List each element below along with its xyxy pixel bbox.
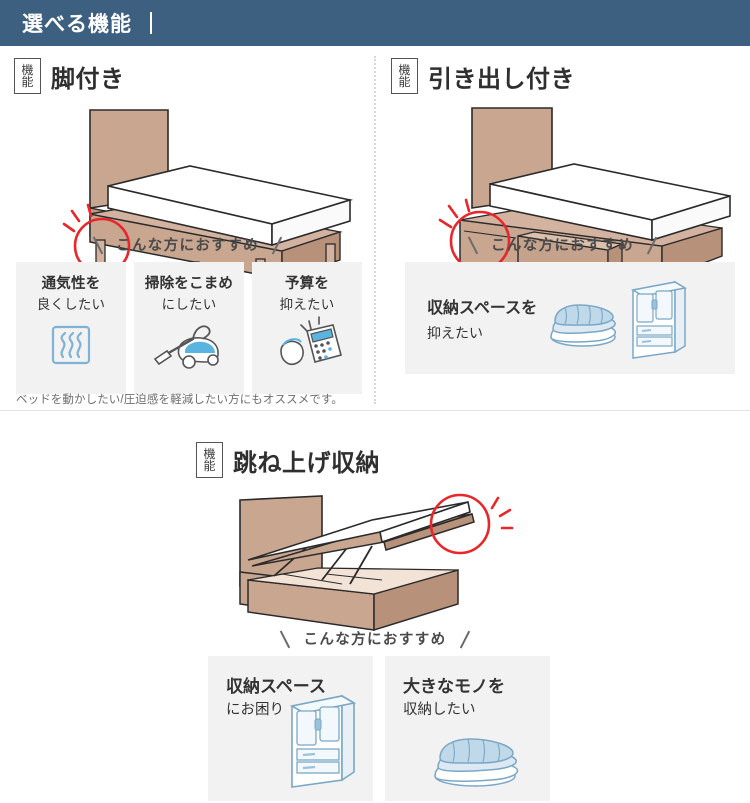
feature-badge-top: 機 bbox=[21, 63, 34, 77]
feature-badge-top: 機 bbox=[398, 63, 411, 77]
feature-badge-bottom: 能 bbox=[21, 75, 34, 89]
recommend-label-legged: こんな方におすすめ bbox=[0, 234, 375, 255]
futon-stack-icon bbox=[429, 718, 525, 792]
recommend-label-liftup: こんな方におすすめ bbox=[0, 628, 750, 649]
section-heading-liftup: 機 能 跳ね上げ収納 bbox=[196, 442, 380, 478]
highlight-circle bbox=[429, 493, 491, 555]
card-line2: 良くしたい bbox=[36, 297, 106, 312]
card-line2: にお困り bbox=[226, 702, 284, 718]
slash-left-icon bbox=[277, 631, 293, 647]
section-heading-drawer: 機 能 引き出し付き bbox=[391, 58, 575, 94]
slash-right-icon bbox=[269, 237, 285, 253]
card-line2: にしたい bbox=[161, 297, 217, 312]
slash-right-icon bbox=[457, 631, 473, 647]
section-title-drawer: 引き出し付き bbox=[428, 65, 575, 93]
calculator-coin-icon bbox=[271, 315, 343, 373]
recommend-card[interactable]: 大きなモノを 収納したい bbox=[385, 656, 550, 801]
recommend-text: こんな方におすすめ bbox=[115, 238, 260, 254]
section-liftup-bed: 機 能 跳ね上げ収納 bbox=[0, 432, 750, 803]
feature-badge: 機 能 bbox=[196, 442, 223, 478]
card-line2: 収納したい bbox=[403, 702, 476, 718]
header-divider-bar bbox=[150, 12, 152, 34]
recommend-card[interactable]: 予算を 抑えたい bbox=[252, 262, 362, 394]
wardrobe-icon bbox=[286, 690, 362, 790]
recommend-card-wide[interactable]: 収納スペースを 抑えたい bbox=[405, 262, 735, 374]
recommend-card[interactable]: 掃除をこまめ にしたい bbox=[134, 262, 244, 394]
recommend-text: こんな方におすすめ bbox=[490, 238, 635, 254]
slash-left-icon bbox=[465, 237, 481, 253]
page-title: 選べる機能 bbox=[22, 13, 132, 36]
card-line1: 掃除をこまめ bbox=[144, 276, 234, 292]
recommend-card[interactable]: 収納スペース にお困り bbox=[208, 656, 373, 801]
recommend-label-drawer: こんな方におすすめ bbox=[375, 234, 750, 255]
feature-badge-top: 機 bbox=[203, 447, 216, 461]
recommend-card[interactable]: 通気性を 良くしたい bbox=[16, 262, 126, 394]
slash-left-icon bbox=[90, 237, 106, 253]
futon-stack-icon bbox=[545, 285, 623, 351]
feature-badge-bottom: 能 bbox=[203, 459, 216, 473]
card-line1: 大きなモノを bbox=[403, 677, 505, 696]
wardrobe-icon bbox=[627, 276, 691, 360]
page-header: 選べる機能 bbox=[0, 0, 750, 46]
slash-right-icon bbox=[644, 237, 660, 253]
card-line2: 抑えたい bbox=[427, 324, 483, 341]
footnote-legged: ベッドを動かしたい/圧迫感を軽減したい方にもオススメです。 bbox=[16, 394, 343, 406]
card-line1: 通気性を bbox=[41, 276, 101, 292]
feature-badge-bottom: 能 bbox=[398, 75, 411, 89]
feature-badge: 機 能 bbox=[14, 58, 41, 94]
card-line1: 予算を bbox=[284, 276, 330, 292]
card-line2: 抑えたい bbox=[279, 297, 335, 312]
recommend-cards-liftup: 収納スペース にお困り 大きなモノを 収納したい bbox=[208, 656, 550, 801]
section-title-liftup: 跳ね上げ収納 bbox=[233, 449, 380, 477]
vacuum-cleaner-icon bbox=[147, 315, 231, 371]
page-header-inner: 選べる機能 bbox=[22, 0, 152, 46]
section-heading-legged: 機 能 脚付き bbox=[14, 58, 125, 94]
section-drawer-bed: 機 能 引き出し付き bbox=[375, 46, 750, 411]
recommend-cards-legged: 通気性を 良くしたい 掃除をこまめ にしたい bbox=[16, 262, 362, 394]
vertical-dotted-divider bbox=[374, 56, 376, 404]
feature-badge: 機 能 bbox=[391, 58, 418, 94]
ventilation-icon bbox=[45, 319, 97, 371]
card-line1: 収納スペースを bbox=[427, 299, 538, 317]
horizontal-divider bbox=[0, 410, 750, 411]
section-legged-bed: 機 能 脚付き bbox=[0, 46, 375, 411]
section-title-legged: 脚付き bbox=[51, 65, 125, 93]
recommend-text: こんな方におすすめ bbox=[303, 632, 447, 648]
card-line1: 収納スペース bbox=[226, 677, 326, 696]
liftup-bed-illustration bbox=[222, 484, 542, 644]
wide-card-text: 収納スペースを 抑えたい bbox=[427, 294, 537, 343]
